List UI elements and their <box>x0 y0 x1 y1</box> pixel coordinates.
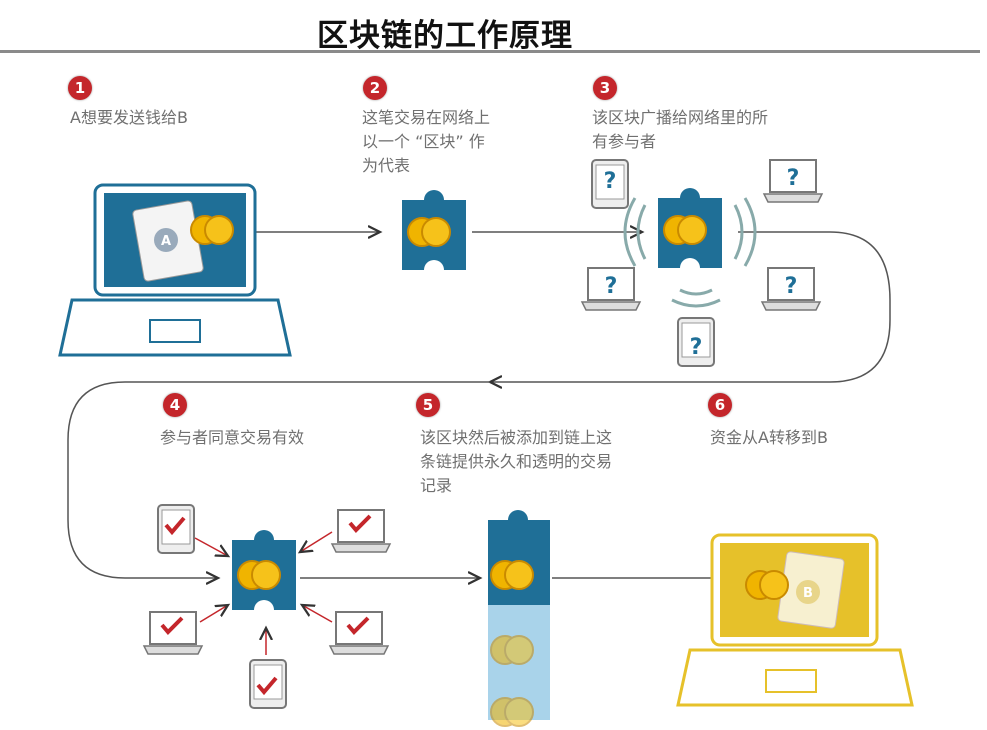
block-step-2 <box>402 190 466 270</box>
block-step-3: ? ? ? ? ? <box>581 159 823 367</box>
question-icon: ? <box>785 274 798 299</box>
step-4-badge: 4 <box>163 393 187 417</box>
step-6-text: 资金从A转移到B <box>710 428 828 447</box>
step-1-badge: 1 <box>68 76 92 100</box>
step-2-text: 这笔交易在网络上 以一个 “区块” 作 为代表 <box>362 108 491 175</box>
wallet-a-icon <box>154 228 178 252</box>
question-icon: ? <box>605 274 618 299</box>
step-1-text: A想要发送钱给B <box>70 108 188 127</box>
step-5-badge: 5 <box>416 393 440 417</box>
laptop-b: B <box>676 533 914 707</box>
title-divider <box>0 50 980 53</box>
wallet-a-label: A <box>161 234 171 249</box>
step-5-text: 该区块然后被添加到链上这 条链提供永久和透明的交易 记录 <box>420 428 613 495</box>
wallet-b-label: B <box>803 586 813 601</box>
step-4-text: 参与者同意交易有效 <box>160 428 305 447</box>
laptop-a: A <box>58 183 292 357</box>
step-6-badge: 6 <box>708 393 732 417</box>
checkmark-icons <box>160 514 372 696</box>
step-2-badge: 2 <box>363 76 387 100</box>
block-step-4 <box>143 504 391 709</box>
question-icon: ? <box>787 166 800 191</box>
question-icon: ? <box>690 335 703 360</box>
step-3-badge: 3 <box>593 76 617 100</box>
page-title: 区块链的工作原理 <box>317 18 573 54</box>
blockchain-column <box>488 510 550 727</box>
step-3-text: 该区块广播给网络里的所 有参与者 <box>592 108 769 151</box>
wallet-b-icon <box>796 580 820 604</box>
question-icon: ? <box>604 169 617 194</box>
flow-arrows <box>67 232 891 578</box>
